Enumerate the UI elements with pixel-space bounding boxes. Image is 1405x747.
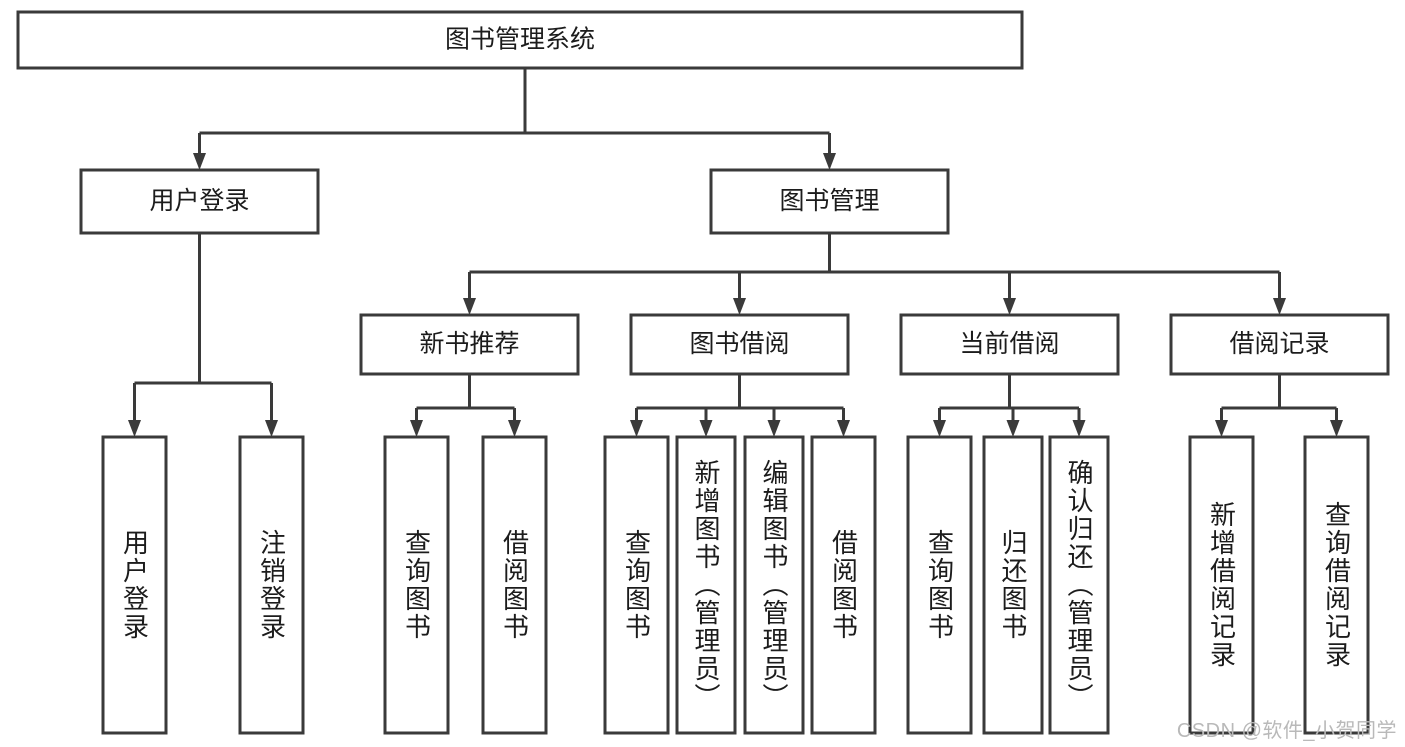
node-level2-图书管理[interactable]: 图书管理 bbox=[709, 168, 950, 235]
node-level3-新书推荐[interactable]: 新书推荐 bbox=[359, 313, 580, 376]
node-box[interactable] bbox=[1188, 435, 1255, 735]
arrow-head-icon bbox=[1003, 298, 1016, 315]
csdn-watermark: CSDN @软件_小贺同学 bbox=[1176, 720, 1397, 742]
node-label: 图书管理 bbox=[779, 187, 879, 215]
node-leaf-注销登录[interactable] bbox=[238, 435, 305, 735]
arrow-head-icon bbox=[128, 420, 141, 437]
node-label: 用户登录 bbox=[149, 187, 249, 215]
node-box[interactable] bbox=[603, 435, 670, 735]
arrow-head-icon bbox=[193, 153, 206, 170]
node-leaf-新增借阅记录[interactable] bbox=[1188, 435, 1255, 735]
node-box[interactable] bbox=[16, 10, 1024, 70]
node-box[interactable] bbox=[675, 435, 737, 735]
node-leaf-用户登录[interactable] bbox=[101, 435, 168, 735]
node-box[interactable] bbox=[359, 313, 580, 376]
node-box[interactable] bbox=[709, 168, 950, 235]
node-leaf-查询图书[interactable] bbox=[383, 435, 450, 735]
arrow-head-icon bbox=[733, 298, 746, 315]
node-leaf-查询借阅记录[interactable] bbox=[1303, 435, 1370, 735]
node-box[interactable] bbox=[1048, 435, 1110, 735]
node-label: 新书推荐 bbox=[419, 330, 519, 358]
node-leaf-查询图书[interactable] bbox=[906, 435, 973, 735]
node-leaf-确认归还管理员[interactable] bbox=[1048, 435, 1110, 735]
node-level3-当前借阅[interactable]: 当前借阅 bbox=[899, 313, 1120, 376]
node-box[interactable] bbox=[743, 435, 805, 735]
node-box[interactable] bbox=[238, 435, 305, 735]
arrow-head-icon bbox=[410, 420, 423, 437]
node-box[interactable] bbox=[1169, 313, 1390, 376]
node-box[interactable] bbox=[906, 435, 973, 735]
node-box[interactable] bbox=[79, 168, 320, 235]
arrow-head-icon bbox=[1330, 420, 1343, 437]
node-box[interactable] bbox=[899, 313, 1120, 376]
arrow-head-icon bbox=[823, 153, 836, 170]
node-level2-用户登录[interactable]: 用户登录 bbox=[79, 168, 320, 235]
arrow-head-icon bbox=[463, 298, 476, 315]
arrow-head-icon bbox=[699, 420, 713, 437]
arrow-head-icon bbox=[265, 420, 278, 437]
node-box[interactable] bbox=[810, 435, 877, 735]
node-label: 当前借阅 bbox=[959, 330, 1059, 358]
arrow-head-icon bbox=[1215, 420, 1228, 437]
node-leaf-借阅图书[interactable] bbox=[810, 435, 877, 735]
node-leaf-归还图书[interactable] bbox=[982, 435, 1044, 735]
node-leaf-编辑图书管理员[interactable] bbox=[743, 435, 805, 735]
arrow-head-icon bbox=[933, 420, 946, 437]
node-label: 图书借阅 bbox=[689, 330, 789, 358]
node-level3-图书借阅[interactable]: 图书借阅 bbox=[629, 313, 850, 376]
node-leaf-新增图书管理员[interactable] bbox=[675, 435, 737, 735]
arrow-head-icon bbox=[630, 420, 643, 437]
node-leaf-借阅图书[interactable] bbox=[481, 435, 548, 735]
node-box[interactable] bbox=[383, 435, 450, 735]
arrow-head-icon bbox=[837, 420, 850, 437]
node-label: 借阅记录 bbox=[1229, 330, 1329, 358]
arrow-head-icon bbox=[767, 420, 781, 437]
connector-layer bbox=[128, 68, 1343, 437]
arrow-head-icon bbox=[1072, 420, 1086, 437]
arrow-head-icon bbox=[1006, 420, 1020, 437]
node-label: 图书管理系统 bbox=[445, 26, 595, 54]
node-box[interactable] bbox=[629, 313, 850, 376]
arrow-head-icon bbox=[1273, 298, 1286, 315]
node-leaf-查询图书[interactable] bbox=[603, 435, 670, 735]
node-box[interactable] bbox=[1303, 435, 1370, 735]
node-box[interactable] bbox=[481, 435, 548, 735]
node-root-图书管理系统[interactable]: 图书管理系统 bbox=[16, 10, 1024, 70]
node-box[interactable] bbox=[982, 435, 1044, 735]
node-box[interactable] bbox=[101, 435, 168, 735]
arrow-head-icon bbox=[508, 420, 521, 437]
node-level3-借阅记录[interactable]: 借阅记录 bbox=[1169, 313, 1390, 376]
